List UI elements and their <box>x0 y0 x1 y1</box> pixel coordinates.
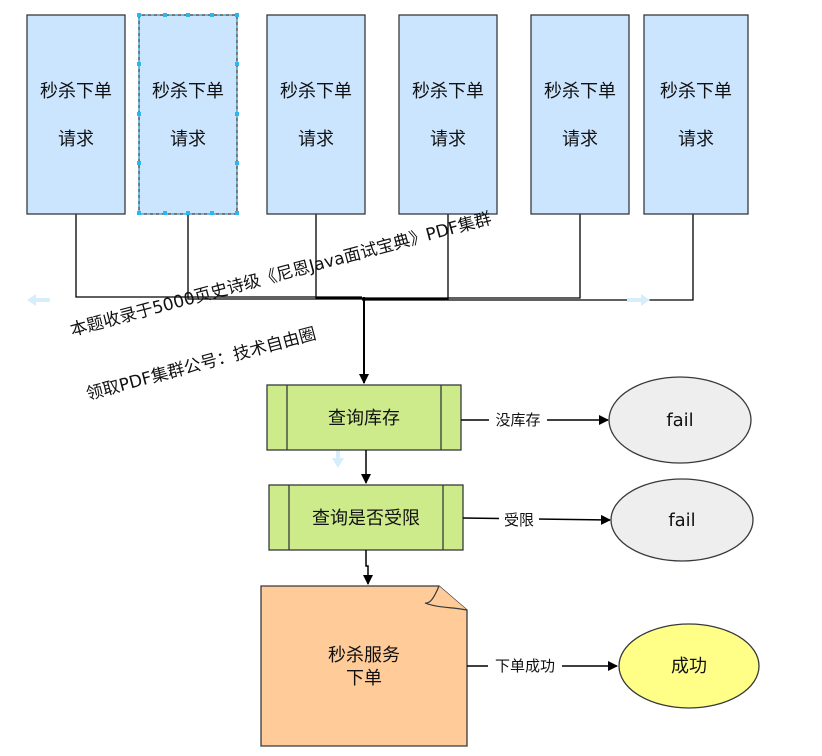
request-label-line2: 请求 <box>170 129 206 150</box>
inventory-check-label: 查询库存 <box>328 408 400 429</box>
request-label-line1: 秒杀下单 <box>40 81 112 102</box>
fail-label: fail <box>666 410 693 431</box>
fail-result-ellipse: fail <box>610 478 754 562</box>
service-label-line2: 下单 <box>346 668 382 689</box>
request-label-line2: 请求 <box>562 129 598 150</box>
request-label-line1: 秒杀下单 <box>280 81 352 102</box>
fail-result-ellipse: fail <box>608 376 752 464</box>
request-box-selected: 秒杀下单 请求 <box>138 14 238 215</box>
request-label-line2: 请求 <box>58 129 94 150</box>
request-box: 秒杀下单 请求 <box>398 14 498 215</box>
request-box: 秒杀下单 请求 <box>643 14 749 215</box>
selection-handles <box>137 13 239 215</box>
limit-to-service-arrow <box>363 550 373 585</box>
request-label-line2: 请求 <box>298 129 334 150</box>
request-label-line2: 请求 <box>430 129 466 150</box>
request-box: 秒杀下单 请求 <box>266 14 366 215</box>
seckill-service-box: 秒杀服务 下单 <box>260 585 468 747</box>
limit-check-label: 查询是否受限 <box>312 508 420 529</box>
request-connectors <box>75 214 694 301</box>
no-stock-edge-label: 没库存 <box>495 411 540 429</box>
success-label: 成功 <box>671 656 707 677</box>
success-result-ellipse: 成功 <box>618 623 760 709</box>
request-label-line1: 秒杀下单 <box>152 81 224 102</box>
request-label-line1: 秒杀下单 <box>544 81 616 102</box>
service-label-line1: 秒杀服务 <box>328 645 400 666</box>
watermark-line1: 本题收录于5000页史诗级《尼恩Java面试宝典》PDF集群 <box>68 209 494 341</box>
limited-edge-label: 受限 <box>504 511 534 529</box>
request-box: 秒杀下单 请求 <box>26 14 126 215</box>
limit-check-step: 查询是否受限 <box>268 484 464 551</box>
request-label-line1: 秒杀下单 <box>660 81 732 102</box>
fail-label: fail <box>668 510 695 531</box>
order-success-edge-label: 下单成功 <box>495 657 555 675</box>
request-label-line2: 请求 <box>678 129 714 150</box>
hover-arrow-icon <box>27 294 650 468</box>
request-label-line1: 秒杀下单 <box>412 81 484 102</box>
inventory-check-step: 查询库存 <box>266 384 462 451</box>
request-box: 秒杀下单 请求 <box>530 14 630 215</box>
